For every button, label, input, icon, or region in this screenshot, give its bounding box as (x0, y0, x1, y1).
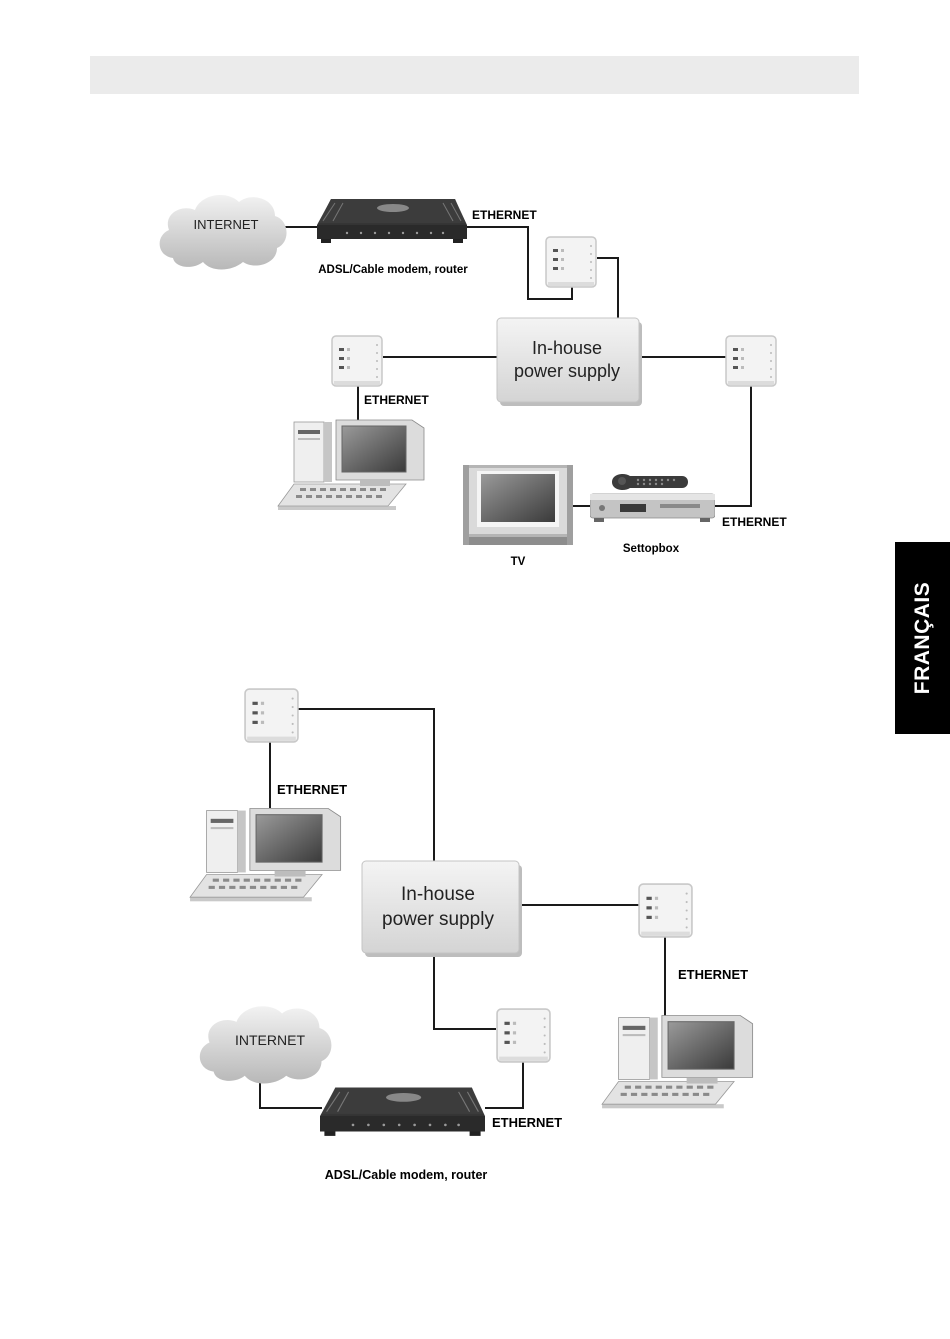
powerline-adapter-bottom (497, 1009, 550, 1062)
ethernet-label-pc: ETHERNET (364, 393, 429, 407)
internet-label: INTERNET (194, 217, 259, 232)
ethernet-label-modem: ETHERNET (472, 208, 537, 222)
in-house-power-supply-2: In-house power supply (362, 861, 522, 957)
cable-psu-plug-bottom (434, 954, 496, 1029)
computer-left (190, 809, 341, 902)
powerline-adapter-top-left (245, 689, 298, 742)
diagram-1: INTERNET ADSL/Cable modem, router ETHERN… (160, 195, 788, 568)
computer-1 (278, 420, 424, 510)
diagram-2: ETHERNET In-house power supply ETHERNET … (190, 689, 753, 1182)
psu-label-line1: In-house (532, 338, 602, 358)
modem-router-2 (320, 1088, 485, 1136)
settopbox (590, 474, 715, 522)
cable-plug-psu (597, 258, 618, 320)
settopbox-label: Settopbox (623, 543, 680, 555)
ethernet-label-pc-left: ETHERNET (277, 782, 347, 797)
computer-right (602, 1016, 753, 1109)
internet-cloud: INTERNET (160, 195, 287, 269)
psu2-label-line1: In-house (401, 884, 475, 905)
ethernet-label-pc-right: ETHERNET (678, 967, 748, 982)
powerline-adapter-top (546, 237, 596, 287)
modem-router (317, 199, 467, 243)
tv-label: TV (511, 556, 526, 568)
cable-plug-settopbox (712, 386, 751, 506)
ethernet-label-modem-2: ETHERNET (492, 1115, 562, 1130)
in-house-power-supply: In-house power supply (497, 318, 642, 406)
modem-label: ADSL/Cable modem, router (318, 264, 468, 276)
psu-label-line2: power supply (514, 361, 620, 381)
ethernet-label-settopbox: ETHERNET (722, 515, 787, 529)
tv (463, 465, 573, 545)
powerline-adapter-right-2 (639, 884, 692, 937)
internet-label-2: INTERNET (235, 1032, 305, 1048)
psu2-label-line2: power supply (382, 909, 494, 930)
cable-plug-modem (485, 1060, 523, 1108)
modem-label-2: ADSL/Cable modem, router (325, 1168, 488, 1182)
internet-cloud-2: INTERNET (200, 1006, 332, 1083)
powerline-adapter-left (332, 336, 382, 386)
powerline-adapter-right (726, 336, 776, 386)
